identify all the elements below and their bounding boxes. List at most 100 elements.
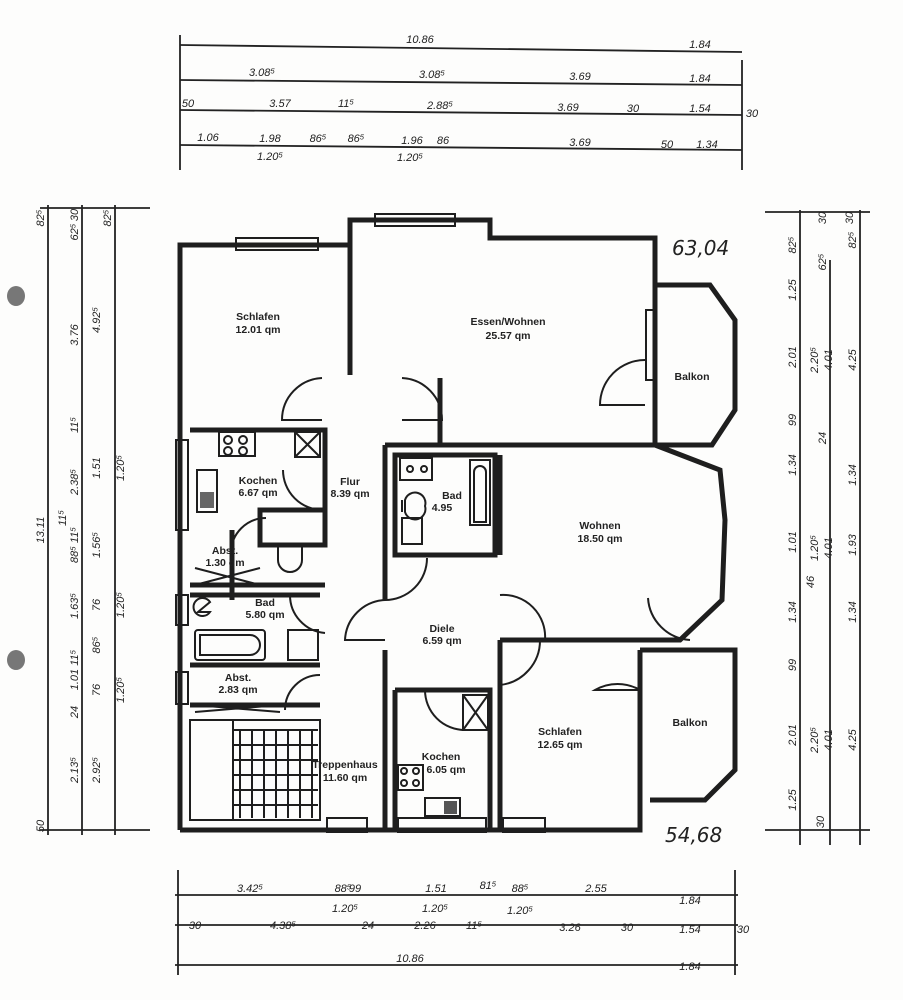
top-dimensions: 10.86 1.84 3.08⁵ 3.08⁵ 3.69 1.84 50 3.57… [182, 34, 759, 164]
dim-label: 1.20⁵ [257, 151, 283, 163]
dim-label: 1.01 [787, 531, 799, 552]
dim-label: 82⁵ [787, 236, 799, 253]
dim-label: 3.69 [569, 137, 590, 149]
room-area: 2.83 qm [218, 684, 257, 696]
shaft-icon [294, 431, 321, 458]
dim-label: 1.20⁵ [332, 903, 358, 915]
dim-label: 30 [621, 922, 634, 934]
dim-label: 1.20⁵ [397, 152, 423, 164]
dim-label: 99 [787, 659, 799, 671]
dim-label: 24 [69, 706, 81, 719]
room-area: 4.95 [432, 502, 453, 514]
dim-label: 4.25 [847, 728, 859, 750]
dim-label: 3.69 [557, 102, 578, 114]
dim-label: 62⁵ [69, 223, 81, 240]
dim-label: 1.51 [425, 883, 446, 895]
dim-label: 81⁵ [480, 880, 497, 892]
bottom-dimensions: 3.42⁵ 88⁵ 99 1.51 81⁵ 88⁵ 2.55 1.84 1.20… [189, 880, 750, 973]
room-area: 1.30 qm [205, 557, 244, 569]
room-area: 6.59 qm [422, 635, 461, 647]
dim-label: 3.26 [559, 922, 581, 934]
dim-label: 24 [817, 432, 829, 445]
room-area: 8.39 qm [330, 488, 369, 500]
dim-label: 4.38⁵ [270, 920, 296, 932]
dim-label: 50 [661, 139, 674, 151]
dim-label: 1.34 [696, 139, 717, 151]
dim-label: 82⁵ [847, 231, 859, 248]
dim-label: 1.51 [91, 457, 103, 478]
dim-label: 1.20⁵ [507, 905, 533, 917]
room-name: Flur [340, 476, 360, 488]
dim-label: 2.01 [787, 724, 799, 746]
dim-label: 30 [189, 920, 202, 932]
dim-label: 1.84 [689, 39, 710, 51]
dim-label: 4.01 [823, 349, 835, 370]
walls [175, 213, 738, 833]
room-name: Wohnen [579, 520, 620, 532]
dim-label: 1.34 [847, 464, 859, 485]
room-name: Essen/Wohnen [470, 316, 545, 328]
dim-label: 24 [361, 920, 374, 932]
dim-label: 1.25 [787, 788, 799, 810]
dim-label: 4.01 [823, 537, 835, 558]
dim-label: 2.55 [584, 883, 607, 895]
dim-label: 1.63⁵ [69, 593, 81, 619]
room-area: 18.50 qm [578, 533, 623, 545]
room-name: Balkon [674, 371, 709, 383]
dim-label: 2.01 [787, 346, 799, 368]
dim-label: 2.20⁵ [809, 727, 821, 754]
dim-label: 88⁵ [335, 883, 352, 895]
room-name: Diele [429, 623, 454, 635]
room-area: 12.65 qm [538, 739, 583, 751]
dim-label: 1.20⁵ [115, 455, 127, 481]
dim-label: 1.84 [689, 73, 710, 85]
dim-label: 1.20⁵ [115, 677, 127, 703]
handwritten-area-bottom: 54,68 [665, 823, 722, 847]
dim-label: 88⁵ 11⁵ [69, 527, 81, 563]
dim-label: 86⁵ [348, 133, 365, 145]
dim-label: 50 [35, 819, 47, 832]
dim-label: 4.01 [823, 729, 835, 750]
dim-label: 1.34 [847, 601, 859, 622]
storage-cross-icon [194, 567, 489, 731]
dim-label: 1.34 [787, 454, 799, 475]
stove-icon [218, 431, 256, 457]
staircase-icon [189, 719, 321, 821]
dim-label: 30 [746, 108, 759, 120]
room-name: Schlafen [236, 311, 280, 323]
room-area: 25.57 qm [486, 330, 531, 342]
dim-label: 86⁵ [310, 133, 327, 145]
dim-label: 1.84 [679, 895, 700, 907]
dim-label: 3.08⁵ [249, 67, 275, 79]
dim-label: 11⁵ [338, 98, 354, 110]
dim-label: 3.76 [69, 323, 81, 345]
room-name: Balkon [672, 717, 707, 729]
dim-label: 76 [91, 598, 103, 611]
room-area: 6.05 qm [426, 764, 465, 776]
dim-label: 30 [737, 924, 750, 936]
fixtures [189, 431, 491, 821]
room-area: 6.67 qm [238, 487, 277, 499]
dim-label: 1.93 [847, 533, 859, 555]
dim-label: 30 [627, 103, 640, 115]
right-dimensions: 82⁵ 1.25 2.01 99 1.34 1.01 1.34 99 2.01 … [787, 211, 859, 828]
dim-label: 2.26 [413, 920, 436, 932]
dim-label: 86 [437, 135, 450, 147]
handwritten-area-top: 63,04 [672, 236, 729, 260]
dimension-lines [40, 35, 870, 975]
left-dimensions: 82⁵ 13.11 11⁵ 50 30 62⁵ 3.76 11⁵ 2.38⁵ 8… [35, 208, 127, 832]
punch-holes [7, 286, 25, 670]
room-name: Schlafen [538, 726, 582, 738]
dim-label: 88⁵ [512, 883, 529, 895]
dim-label: 10.86 [396, 953, 424, 965]
dim-label: 1.20⁵ [809, 535, 821, 561]
dim-label: 3.69 [569, 71, 590, 83]
dim-label: 1.25 [787, 278, 799, 300]
dim-label: 3.57 [269, 98, 291, 110]
dim-label: 1.20⁵ [115, 592, 127, 618]
room-name: Abst. [212, 545, 238, 557]
dim-label: 30 [817, 211, 829, 224]
room-area: 11.60 qm [323, 772, 367, 784]
room-name: Kochen [422, 751, 461, 763]
